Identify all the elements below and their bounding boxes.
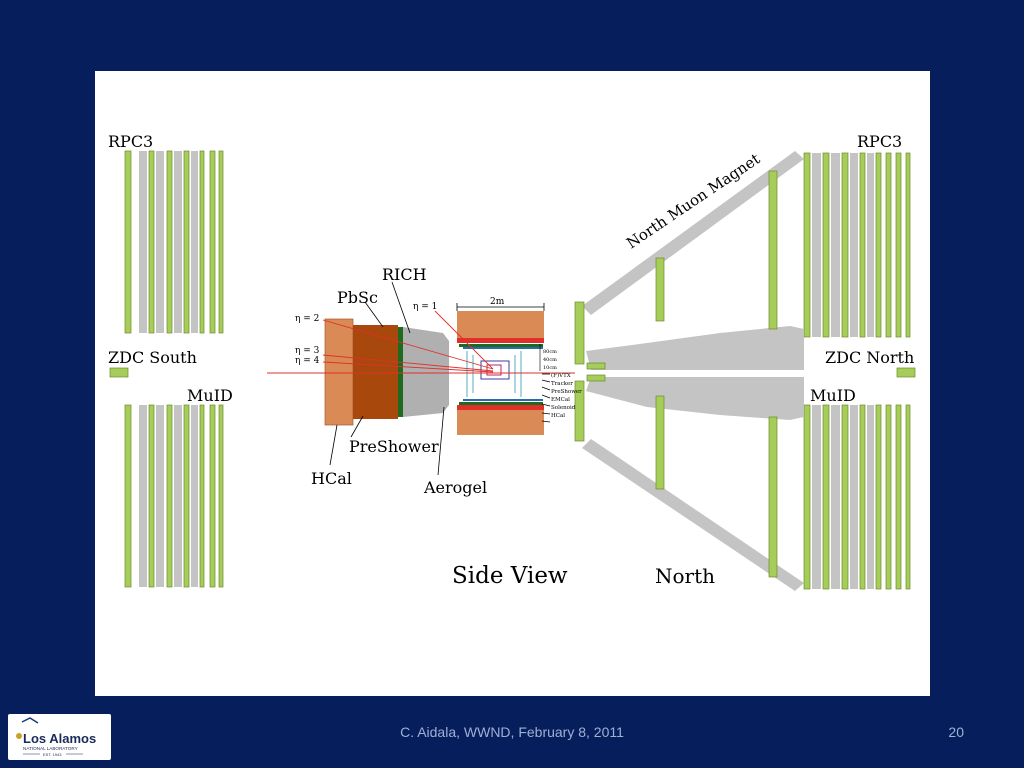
label-layer-preshower: PreShower xyxy=(551,389,582,395)
label-layer-solenoid: Solenoid xyxy=(551,405,576,411)
slide-panel: RPC3 RPC3 ZDC South ZDC North MuID MuID … xyxy=(95,71,930,696)
label-layer-emcal: EMCal xyxy=(551,397,570,403)
label-zdc-south: ZDC South xyxy=(108,348,197,367)
preshower-block xyxy=(398,327,403,417)
rpc3-south-stack xyxy=(124,150,224,334)
hcal-south xyxy=(324,318,354,426)
label-eta2: η = 2 xyxy=(295,314,319,324)
label-side-view: Side View xyxy=(452,563,568,589)
zdc-south-block xyxy=(109,367,129,378)
label-rpc3-south: RPC3 xyxy=(108,132,153,151)
label-eta1: η = 1 xyxy=(413,302,437,312)
muid-north-stack xyxy=(803,404,911,590)
footer-text: C. Aidala, WWND, February 8, 2011 xyxy=(400,724,624,740)
central-barrel xyxy=(456,303,545,435)
label-zdc-north: ZDC North xyxy=(825,348,914,367)
muid-south-stack xyxy=(124,404,224,588)
label-pbsc: PbSc xyxy=(337,288,378,307)
logo-est: EST. 1943 xyxy=(43,752,62,757)
label-layer-hcal: HCal xyxy=(551,413,565,419)
label-scale-2m: 2m xyxy=(490,297,505,307)
logo-subtitle: NATIONAL LABORATORY xyxy=(23,746,78,751)
slide-number: 20 xyxy=(948,724,964,740)
label-dim-80cm: 80cm xyxy=(543,349,557,355)
label-rpc3-north: RPC3 xyxy=(857,132,902,151)
label-hcal: HCal xyxy=(311,469,352,488)
label-dim-40cm: 40cm xyxy=(543,357,557,363)
label-preshower: PreShower xyxy=(349,437,439,456)
label-muid-south: MuID xyxy=(187,386,233,405)
detector-diagram: RPC3 RPC3 ZDC South ZDC North MuID MuID … xyxy=(108,132,916,591)
logo-mark-icon xyxy=(16,717,39,739)
rich-aerogel-block xyxy=(403,327,449,417)
label-aerogel: Aerogel xyxy=(423,478,487,497)
south-calorimeters xyxy=(324,318,449,426)
label-layer-vtx: (F)VTX xyxy=(551,372,571,379)
pointer-lines xyxy=(329,281,551,476)
label-eta3: η = 3 xyxy=(295,346,320,356)
label-north: North xyxy=(655,564,715,588)
logo-name: Los Alamos xyxy=(23,731,96,746)
pbsc-block xyxy=(353,325,398,419)
label-layer-tracker: Tracker xyxy=(551,381,573,387)
label-dim-10cm: 10cm xyxy=(543,365,557,371)
eta-lines xyxy=(322,310,494,373)
label-eta4: η = 4 xyxy=(295,356,320,366)
label-muid-north: MuID xyxy=(810,386,856,405)
zdc-north-block xyxy=(896,367,916,378)
label-rich: RICH xyxy=(382,265,427,284)
north-muon-magnet xyxy=(574,151,804,591)
los-alamos-logo: Los Alamos NATIONAL LABORATORY EST. 1943 xyxy=(8,714,111,760)
rpc3-north-stack xyxy=(803,152,911,338)
